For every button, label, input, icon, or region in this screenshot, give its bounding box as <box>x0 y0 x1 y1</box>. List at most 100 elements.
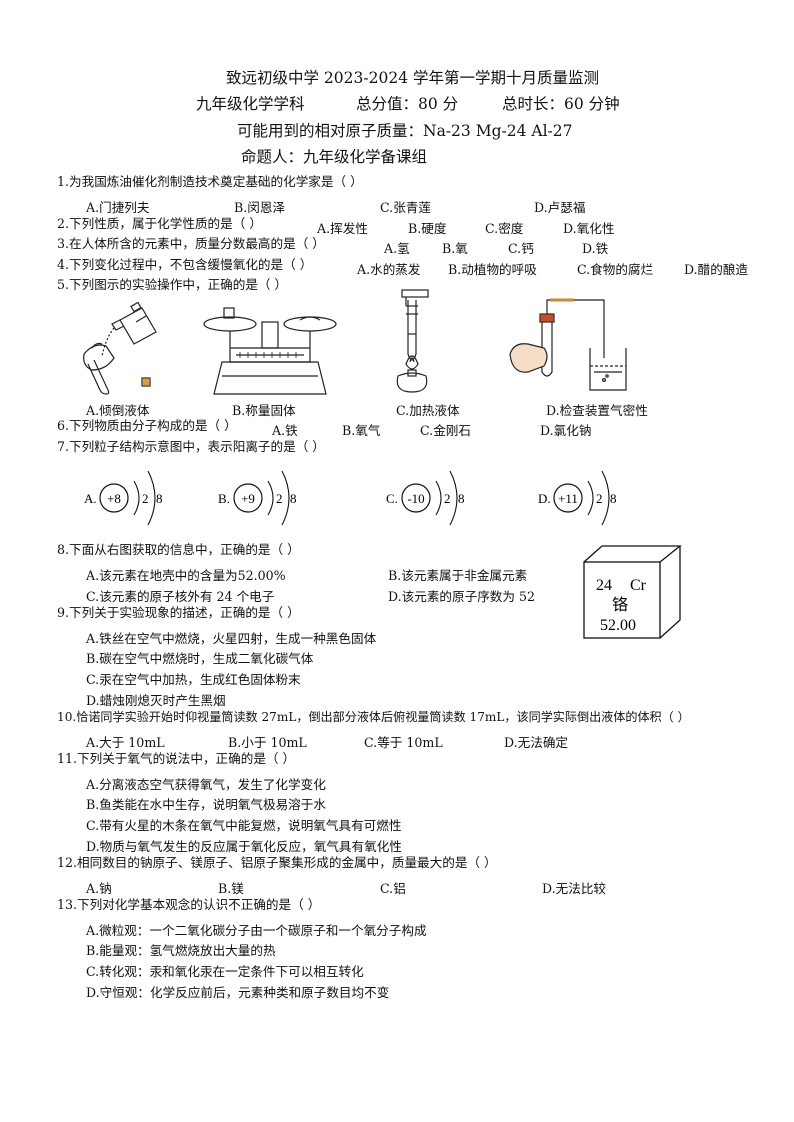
option-c: C.密度 <box>485 221 524 236</box>
question-stem: 13.下列对化学基本观念的认识不正确的是（ ） <box>57 897 321 912</box>
option-c: C.食物的腐烂 <box>577 262 654 277</box>
option-d: D.蜡烛刚熄灭时产生黑烟 <box>86 693 226 708</box>
option-a: A.分离液态空气获得氧气，发生了化学变化 <box>86 777 326 792</box>
option-c: C.汞在空气中加热，生成红色固体粉末 <box>86 672 301 687</box>
option-d: D.铁 <box>582 241 609 256</box>
electron-shell-arc <box>281 470 290 526</box>
author-line: 命题人：九年级化学备课组 <box>241 148 428 166</box>
option-b: B.鱼类能在水中生存，说明氧气极易溶于水 <box>86 797 326 812</box>
shell-electrons-1: 2 <box>596 491 603 506</box>
option-b: B.能量观：氢气燃烧放出大量的热 <box>86 943 276 958</box>
nucleus-charge: +9 <box>241 491 255 506</box>
pouring-liquid-figure <box>83 301 157 395</box>
nucleus-charge: -10 <box>407 491 424 506</box>
option-c: C.铝 <box>380 881 406 896</box>
option-c: C.张青莲 <box>380 200 431 215</box>
option-b: B.称量固体 <box>232 403 296 418</box>
option-a: A.门捷列夫 <box>86 200 150 215</box>
option-c: C.该元素的原子核外有 24 个电子 <box>86 589 275 604</box>
option-b: B.氧 <box>442 241 468 256</box>
electron-shell-arc <box>133 480 140 516</box>
nucleus-circle <box>401 483 431 513</box>
option-a: A.水的蒸发 <box>357 262 421 277</box>
option-a: A.微粒观：一个二氧化碳分子由一个碳原子和一个氧分子构成 <box>86 923 427 938</box>
shell-electrons-2: 8 <box>290 491 297 506</box>
shell-electrons-1: 2 <box>142 491 149 506</box>
electron-shell-arc <box>147 470 156 526</box>
option-a: A.挥发性 <box>317 221 368 236</box>
option-c: C.等于 10mL <box>364 735 443 750</box>
question-stem: 5.下列图示的实验操作中，正确的是（ ） <box>57 277 288 292</box>
option-d: D.醋的酿造 <box>684 262 749 277</box>
option-a: A.大于 10mL <box>86 735 165 750</box>
option-a: A.氢 <box>384 241 410 256</box>
option-b: B.镁 <box>218 881 244 896</box>
option-d: D.无法确定 <box>504 735 569 750</box>
nucleus-circle <box>233 483 263 513</box>
option-c: C.钙 <box>508 241 534 256</box>
question-stem: 7.下列粒子结构示意图中，表示阳离子的是（ ） <box>57 439 325 454</box>
option-label: B. <box>218 491 230 506</box>
question-stem: 2.下列性质，属于化学性质的是（ ） <box>57 216 262 231</box>
option-c: C.加热液体 <box>396 403 460 418</box>
question-stem: 12.相同数目的钠原子、镁原子、铝原子聚集形成的金属中，质量最大的是（ ） <box>57 855 497 870</box>
option-a: A.铁 <box>272 423 298 438</box>
option-d: D.卢瑟福 <box>534 200 586 215</box>
option-a: A.铁丝在空气中燃烧，火星四射，生成一种黑色固体 <box>86 631 377 646</box>
shell-electrons-2: 8 <box>458 491 465 506</box>
nucleus-circle <box>99 483 129 513</box>
element-symbol: Cr <box>630 577 647 594</box>
option-b: B.闵恩泽 <box>234 200 286 215</box>
option-d: D.该元素的原子序数为 52 <box>388 589 536 604</box>
nucleus-charge: +11 <box>558 491 578 506</box>
question-stem: 8.下面从右图获取的信息中，正确的是（ ） <box>57 542 300 557</box>
option-d: D.氯化钠 <box>540 423 592 438</box>
option-label: A. <box>84 491 97 506</box>
heating-liquid-figure <box>396 289 429 393</box>
question-stem: 3.在人体所含的元素中，质量分数最高的是（ ） <box>57 236 325 251</box>
shell-electrons-2: 8 <box>610 491 617 506</box>
option-b: B.氧气 <box>342 423 381 438</box>
element-name: 铬 <box>612 595 628 614</box>
question-stem: 1.为我国炼油催化剂制造技术奠定基础的化学家是（ ） <box>57 174 363 189</box>
option-b: B.该元素属于非金属元素 <box>388 568 528 583</box>
electron-shell-arc <box>435 480 442 516</box>
option-b: B.碳在空气中燃烧时，生成二氧化碳气体 <box>86 651 314 666</box>
total-time: 总时长：60 分钟 <box>502 95 620 113</box>
option-b: B.硬度 <box>408 221 447 236</box>
option-d: D.物质与氧气发生的反应属于氧化反应，氧气具有氧化性 <box>86 839 402 854</box>
airtightness-check-figure <box>509 298 627 391</box>
electron-shell-arc <box>601 470 610 526</box>
total-score: 总分值：80 分 <box>356 95 459 113</box>
option-a: A.倾倒液体 <box>86 403 150 418</box>
option-d: D.检查装置气密性 <box>546 403 648 418</box>
option-a: A.钠 <box>86 881 112 896</box>
option-c: C.金刚石 <box>420 423 471 438</box>
option-c: C.转化观：汞和氧化汞在一定条件下可以相互转化 <box>86 964 364 979</box>
subject-label: 九年级化学学科 <box>196 95 305 113</box>
electron-shell-arc <box>587 480 594 516</box>
option-d: D.氧化性 <box>563 221 615 236</box>
question-stem: 10.恰诺同学实验开始时仰视量筒读数 27mL，倒出部分液体后俯视量筒读数 17… <box>57 710 690 724</box>
shell-electrons-1: 2 <box>444 491 451 506</box>
shell-electrons-1: 2 <box>276 491 283 506</box>
element-atomic-number: 24 <box>596 577 612 594</box>
element-card: 24 Cr 铬 52.00 <box>583 545 682 639</box>
option-label: D. <box>538 491 551 506</box>
electron-shell-arc <box>267 480 274 516</box>
option-c: C.带有火星的木条在氧气中能复燃，说明氧气具有可燃性 <box>86 818 402 833</box>
option-a: A.该元素在地壳中的含量为52.00% <box>86 568 286 583</box>
nucleus-circle <box>553 483 583 513</box>
atomic-masses: 可能用到的相对原子质量：Na-23 Mg-24 Al-27 <box>237 122 573 140</box>
option-label: C. <box>386 491 398 506</box>
option-b: B.小于 10mL <box>228 735 307 750</box>
shell-electrons-2: 8 <box>156 491 163 506</box>
question-stem: 11.下列关于氧气的说法中，正确的是（ ） <box>57 751 296 766</box>
element-atomic-mass: 52.00 <box>600 617 636 634</box>
electron-shell-arc <box>449 470 458 526</box>
option-b: B.动植物的呼吸 <box>448 262 537 277</box>
